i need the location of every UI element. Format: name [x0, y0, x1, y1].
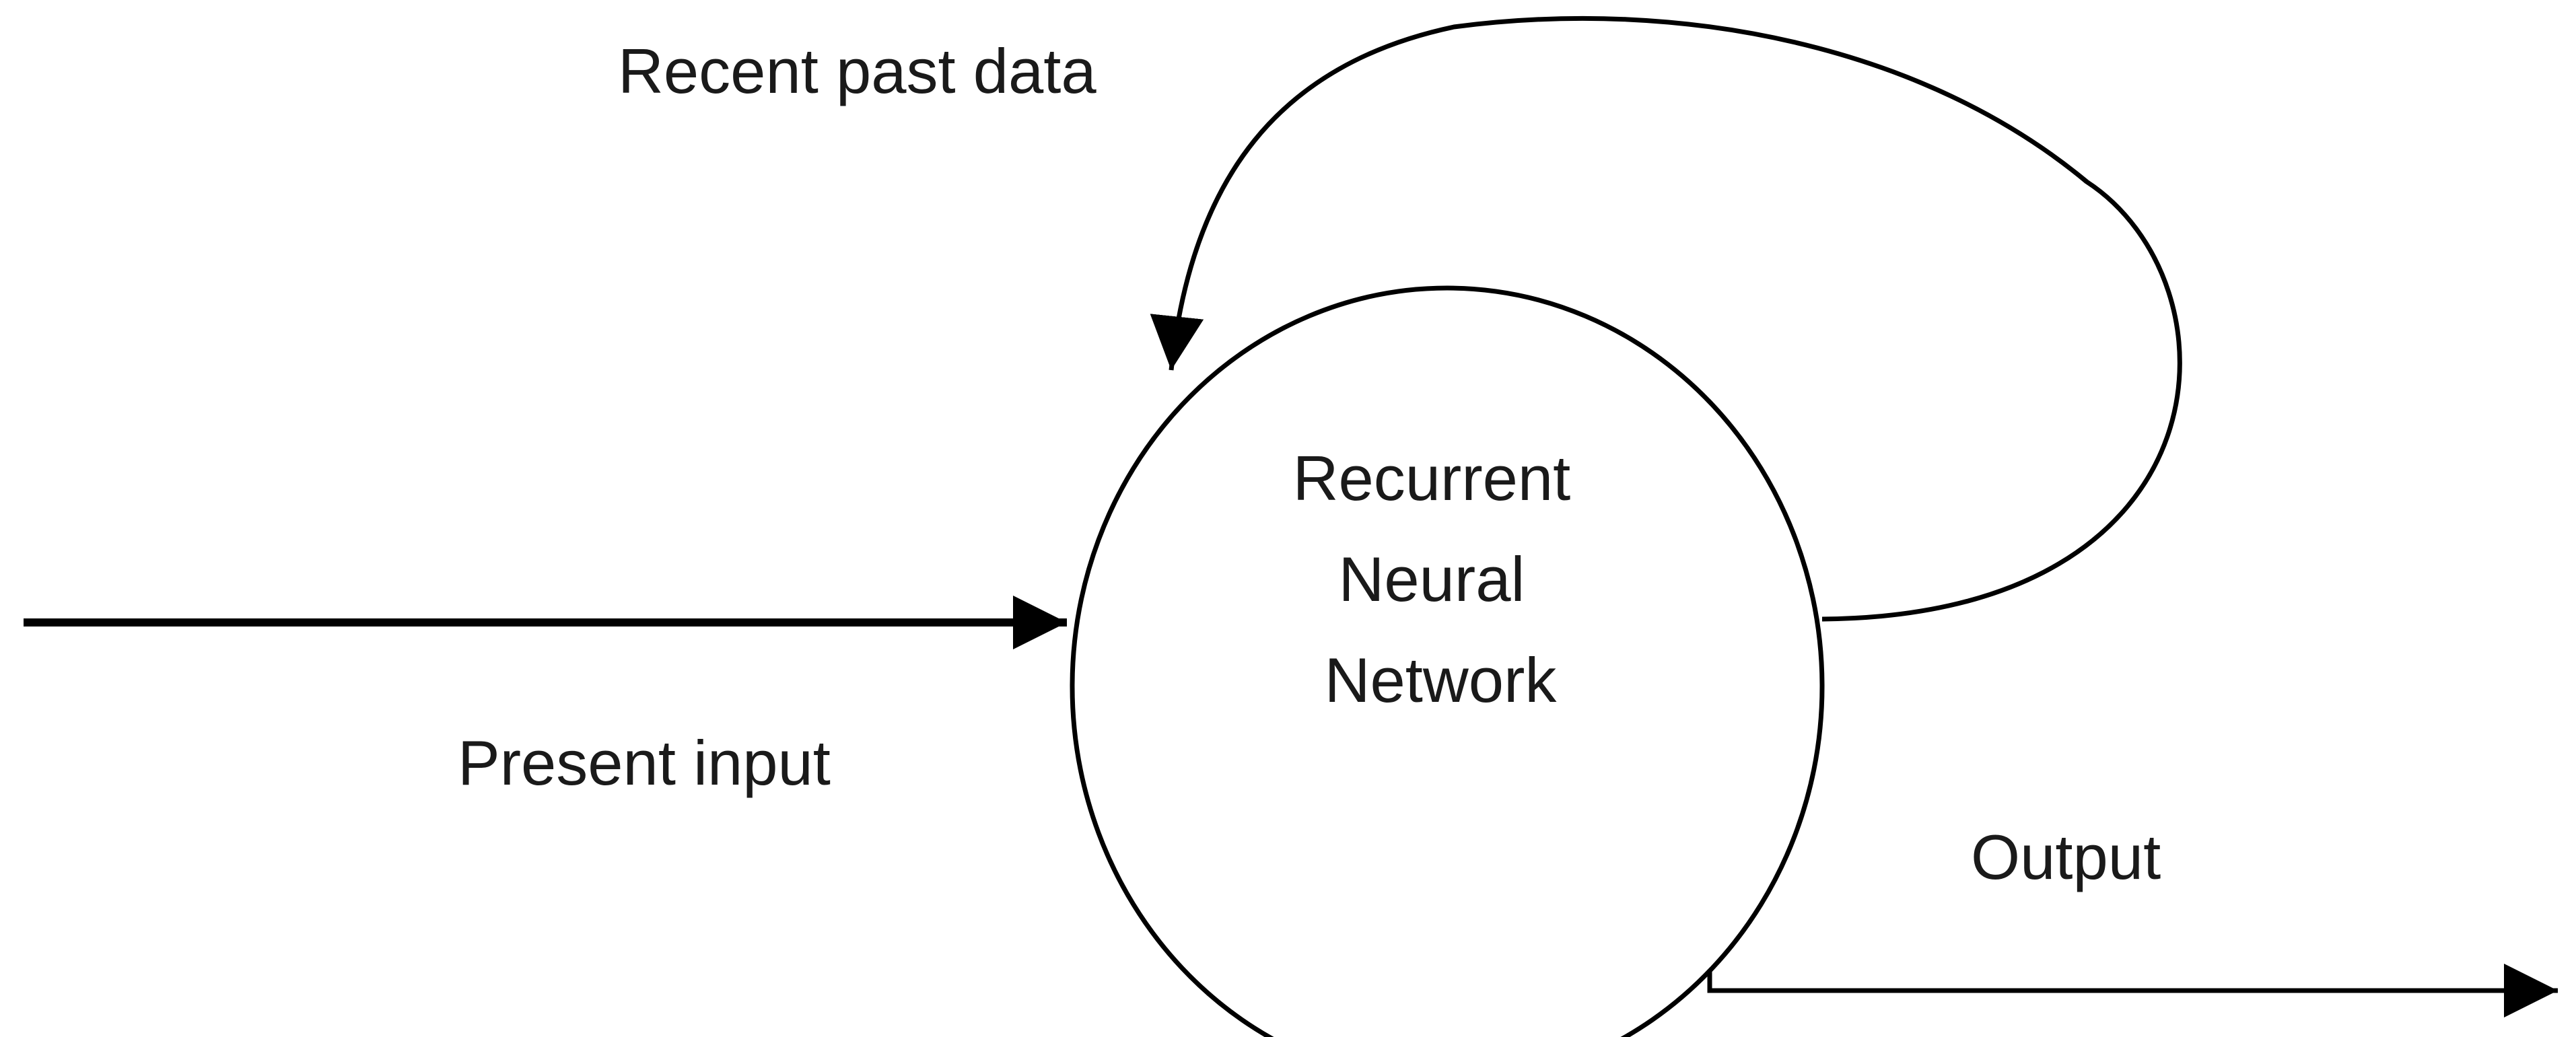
node-label-line-2: Neural	[1338, 544, 1525, 614]
input-label: Present input	[458, 727, 831, 798]
node-label-line-1: Recurrent	[1293, 443, 1571, 513]
node-label-line-3: Network	[1325, 645, 1558, 715]
node-label: Recurrent Neural Network	[1293, 443, 1589, 715]
feedback-loop-arrow	[1150, 15, 2182, 622]
rnn-node	[1070, 285, 1825, 1037]
feedback-label: Recent past data	[618, 36, 1096, 106]
output-label: Output	[1971, 822, 2161, 892]
